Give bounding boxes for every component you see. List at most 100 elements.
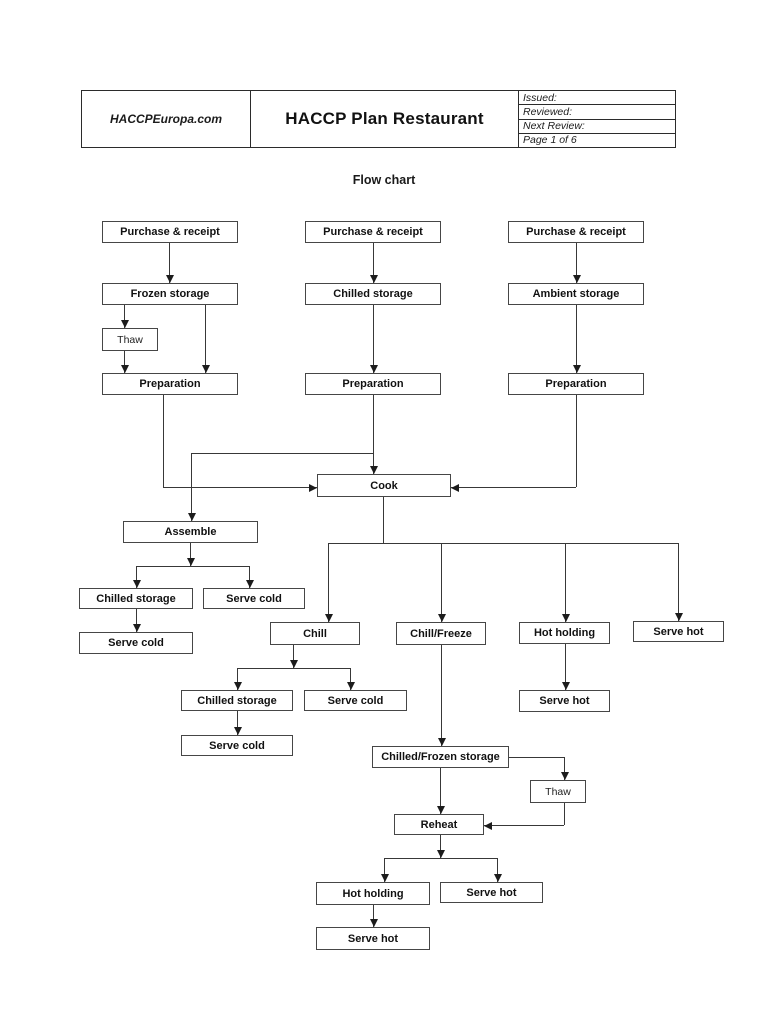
flow-node-chilled-storage-2: Chilled storage — [79, 588, 193, 609]
flow-connector-30 — [237, 711, 239, 735]
arrowhead-icon — [572, 365, 581, 373]
arrowhead-icon — [561, 614, 570, 622]
flow-connector-11 — [163, 395, 165, 487]
flow-connector-19 — [565, 543, 567, 622]
page-title: HACCP Plan Restaurant — [285, 109, 484, 128]
header-meta-cell: Issued: Reviewed: Next Review: Page 1 of… — [519, 91, 675, 147]
flow-connector-26 — [293, 645, 295, 668]
flow-node-chilled-frozen-storage: Chilled/Frozen storage — [372, 746, 509, 768]
flow-connector-1 — [373, 243, 375, 283]
meta-row-page-number: Page 1 of 6 — [523, 134, 577, 147]
flow-connector-0 — [169, 243, 171, 283]
flow-node-serve-cold-3: Serve cold — [304, 690, 407, 711]
flow-connector-13 — [576, 395, 578, 487]
flow-node-chill-freeze: Chill/Freeze — [396, 622, 486, 645]
arrowhead-icon — [369, 275, 378, 283]
flow-connector-37 — [484, 825, 564, 827]
meta-row-issued: Issued: — [519, 91, 675, 106]
arrowhead-icon — [120, 320, 129, 328]
arrowhead-icon — [201, 365, 210, 373]
flow-connector-4 — [205, 305, 207, 373]
flow-node-serve-cold-4: Serve cold — [181, 735, 293, 756]
flow-connector-42 — [373, 905, 375, 927]
arrowhead-icon — [132, 580, 141, 588]
flow-connector-14 — [451, 487, 576, 489]
flow-node-ambient-storage: Ambient storage — [508, 283, 644, 305]
flow-connector-28 — [237, 668, 239, 690]
flow-connector-21 — [190, 543, 192, 566]
flow-connector-2 — [576, 243, 578, 283]
arrowhead-icon — [233, 682, 242, 690]
flow-connector-3 — [124, 305, 126, 328]
arrowhead-icon — [309, 483, 317, 492]
flow-connector-41 — [497, 858, 499, 882]
flow-connector-29 — [350, 668, 352, 690]
flow-node-chilled-storage-1: Chilled storage — [305, 283, 441, 305]
flow-connector-18 — [441, 543, 443, 622]
arrowhead-icon — [120, 365, 129, 373]
arrowhead-icon — [245, 580, 254, 588]
flow-node-serve-hot-3: Serve hot — [440, 882, 543, 903]
flow-connector-6 — [373, 305, 375, 373]
flow-node-serve-hot-2: Serve hot — [519, 690, 610, 712]
arrowhead-icon — [674, 613, 683, 621]
flow-node-thaw-2: Thaw — [530, 780, 586, 803]
flow-connector-22 — [136, 566, 249, 568]
flow-node-hot-holding-1: Hot holding — [519, 622, 610, 644]
flow-node-serve-cold-2: Serve cold — [79, 632, 193, 654]
flow-connector-16 — [328, 543, 678, 545]
arrowhead-icon — [437, 738, 446, 746]
arrowhead-icon — [436, 850, 445, 858]
flow-node-chilled-storage-3: Chilled storage — [181, 690, 293, 711]
flow-connector-12 — [163, 487, 317, 489]
header-title-cell: HACCP Plan Restaurant — [251, 91, 519, 147]
flow-node-preparation-2: Preparation — [305, 373, 441, 395]
arrowhead-icon — [380, 874, 389, 882]
flow-connector-17 — [328, 543, 330, 622]
flow-connector-24 — [249, 566, 251, 588]
arrowhead-icon — [436, 806, 445, 814]
flow-node-purchase-receipt-2: Purchase & receipt — [305, 221, 441, 243]
flow-connector-33 — [509, 757, 564, 759]
flow-connector-15 — [383, 497, 385, 543]
flow-node-frozen-storage: Frozen storage — [102, 283, 238, 305]
arrowhead-icon — [187, 513, 196, 521]
header-brand-cell: HACCPEuropa.com — [82, 91, 251, 147]
arrowhead-icon — [369, 466, 378, 474]
flow-connector-32 — [565, 644, 567, 690]
arrowhead-icon — [324, 614, 333, 622]
flow-node-chill: Chill — [270, 622, 360, 645]
meta-row-next-review: Next Review: — [519, 120, 675, 134]
flow-connector-36 — [564, 803, 566, 825]
header-table: HACCPEuropa.com HACCP Plan Restaurant Is… — [81, 90, 676, 148]
flow-node-thaw-1: Thaw — [102, 328, 158, 351]
arrowhead-icon — [233, 727, 242, 735]
flow-node-purchase-receipt-3: Purchase & receipt — [508, 221, 644, 243]
arrowhead-icon — [289, 660, 298, 668]
brand-text: HACCPEuropa.com — [109, 112, 222, 126]
flow-node-purchase-receipt-1: Purchase & receipt — [102, 221, 238, 243]
flow-connector-39 — [384, 858, 497, 860]
arrowhead-icon — [493, 874, 502, 882]
flow-node-serve-hot-4: Serve hot — [316, 927, 430, 950]
flow-connector-34 — [564, 757, 566, 780]
arrowhead-icon — [561, 682, 570, 690]
arrowhead-icon — [560, 772, 569, 780]
arrowhead-icon — [484, 821, 492, 830]
flow-connector-23 — [136, 566, 138, 588]
flow-node-preparation-3: Preparation — [508, 373, 644, 395]
flow-connector-40 — [384, 858, 386, 882]
flow-connector-35 — [440, 768, 442, 814]
flow-node-serve-hot-1: Serve hot — [633, 621, 724, 642]
flow-connector-9 — [191, 453, 373, 455]
flow-connector-20 — [678, 543, 680, 621]
flow-node-cook: Cook — [317, 474, 451, 497]
flow-node-hot-holding-2: Hot holding — [316, 882, 430, 905]
arrowhead-icon — [369, 919, 378, 927]
arrowhead-icon — [451, 483, 459, 492]
arrowhead-icon — [346, 682, 355, 690]
flow-node-serve-cold-1: Serve cold — [203, 588, 305, 609]
flow-connector-5 — [124, 351, 126, 373]
flow-connector-27 — [237, 668, 350, 670]
flow-chart-title: Flow chart — [352, 173, 416, 187]
